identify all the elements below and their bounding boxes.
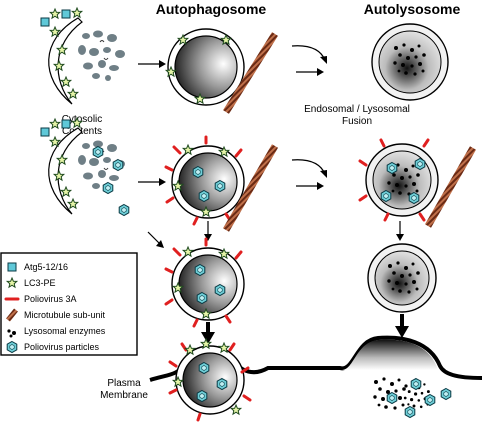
legend-label-atg: Atg5-12/16: [24, 262, 68, 272]
arrow-r2-curve: [291, 159, 326, 175]
legend: Atg5-12/16 LC3-PE Poliovirus 3A Microtub…: [0, 252, 138, 356]
header-autophagosome: Autophagosome: [156, 1, 267, 17]
atg-square-icon: [7, 262, 17, 272]
lysosomal-enzymes-icon: [7, 329, 16, 338]
microtubule-r2-right: [424, 146, 477, 228]
phagophore-row2: [40, 117, 130, 216]
legend-label-3a: Poliovirus 3A: [24, 294, 77, 304]
plasma-label-1: Plasma: [107, 378, 141, 389]
microtubule-r1-left: [223, 32, 278, 114]
fusion-label-2: Fusion: [342, 116, 372, 127]
arrowhead-r1-1: [159, 60, 166, 68]
legend-label-microtubule: Microtubule sub-unit: [24, 310, 106, 320]
autophagosome-r1: [165, 28, 245, 106]
autolysosome-r2: [358, 138, 439, 222]
autophagosome-at-membrane: [168, 338, 252, 422]
fusion-label-1: Endosomal / Lysosomal: [304, 104, 410, 115]
legend-label-particles: Poliovirus particles: [24, 342, 100, 352]
autolysosome-r3: [367, 243, 437, 313]
phagophore-row1: [40, 7, 126, 105]
membrane-bulge: [342, 339, 438, 370]
poliovirus-particle-icon: [6, 341, 18, 353]
autophagosome-r2: [164, 135, 245, 226]
legend-label-enzymes: Lysosomal enzymes: [24, 326, 106, 336]
legend-box: [0, 252, 138, 356]
autophagosome-r3: [164, 237, 245, 328]
cytosolic-label-1: Cytosolic: [62, 114, 103, 125]
microtubule-icon: [6, 308, 18, 322]
plasma-label-2: Membrane: [100, 390, 148, 401]
arrow-r1-curve: [291, 45, 326, 61]
microtubule-r2-left: [222, 144, 279, 232]
header-autolysosome: Autolysosome: [364, 1, 461, 17]
legend-label-lc3: LC3-PE: [24, 278, 56, 288]
released-contents: [373, 377, 452, 418]
autolysosome-r1: [371, 23, 449, 101]
arrow-diag: [147, 231, 161, 245]
